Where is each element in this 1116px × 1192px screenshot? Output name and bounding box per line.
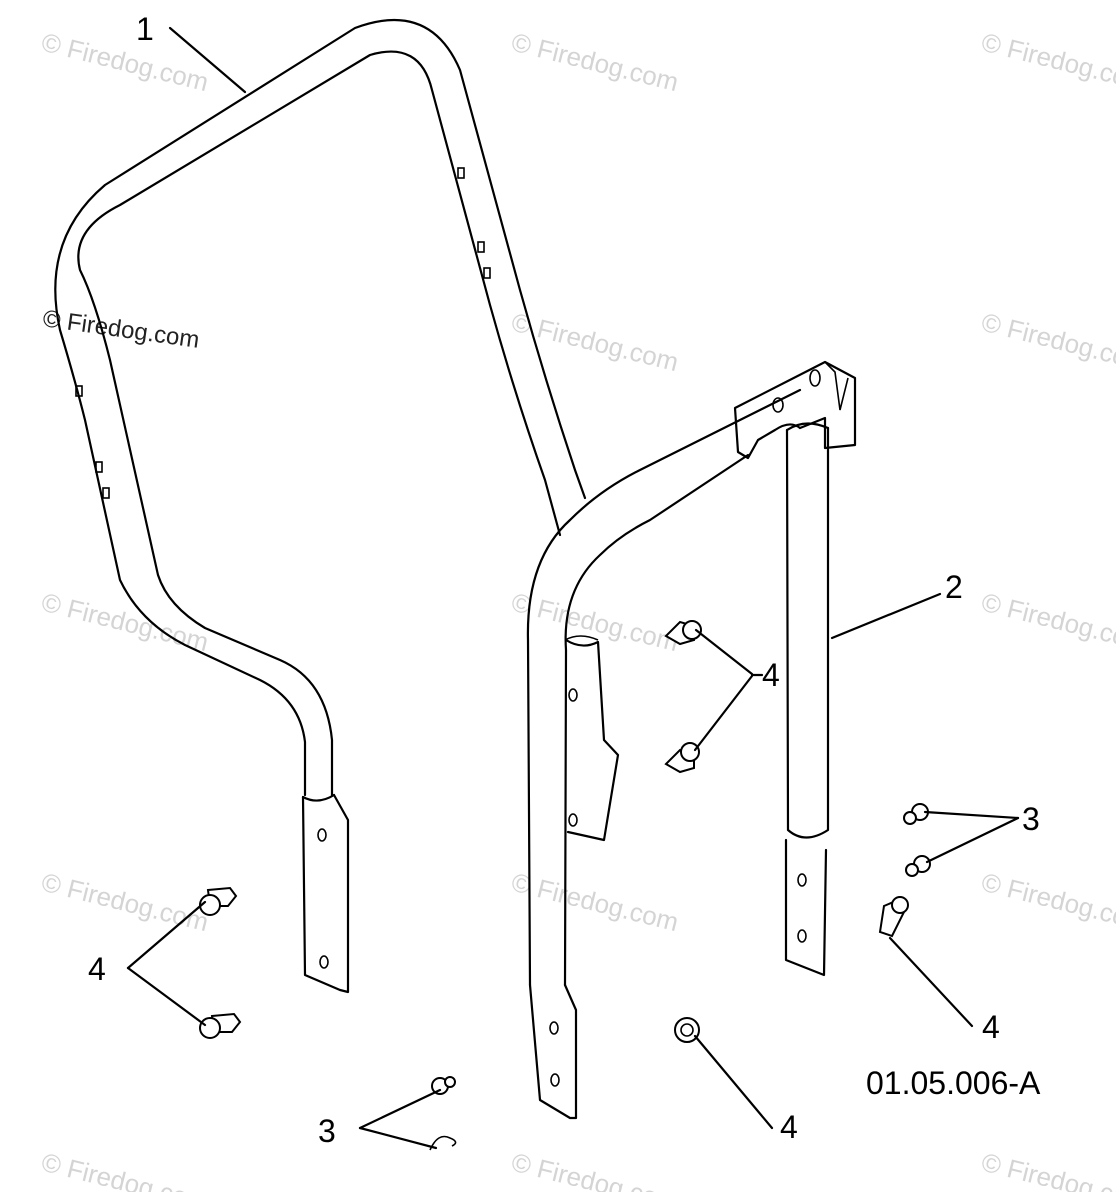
watermark: © Firedog.com [509, 1147, 682, 1192]
callout-2: 2 [945, 569, 963, 605]
bolt-icon [674, 1017, 700, 1043]
handle-frame-part-1 [54, 19, 587, 994]
bolt-hole [568, 813, 578, 827]
leader-lines [126, 26, 1020, 1150]
watermark: © Firedog.com [509, 27, 682, 97]
nut-icon [903, 803, 929, 825]
bolt-hole [550, 1073, 560, 1087]
bolt-icon [664, 620, 702, 646]
mount-hole [102, 487, 110, 499]
watermark: © Firedog.com [39, 27, 212, 97]
callout-4: 4 [762, 657, 780, 693]
callout-1: 1 [136, 11, 154, 47]
watermark: © Firedog.com [39, 1147, 212, 1192]
mount-hole [483, 267, 491, 279]
bolt-icon [878, 896, 909, 938]
mount-hole [477, 241, 485, 253]
fasteners [199, 620, 931, 1151]
nut-icon [905, 855, 931, 877]
mount-hole [75, 385, 83, 397]
callout-4: 4 [780, 1109, 798, 1145]
pin [772, 397, 784, 413]
watermark: © Firedog.com [509, 587, 682, 657]
nut-icon [431, 1076, 456, 1095]
bolt-hole [317, 828, 327, 842]
callouts: 1 2 4 3 4 4 4 3 [88, 11, 1040, 1149]
watermark: © Firedog.com [39, 867, 212, 937]
callout-4: 4 [88, 951, 106, 987]
pin [809, 369, 821, 387]
watermark: © Firedog.com [979, 867, 1116, 937]
bolt-hole [549, 1021, 559, 1035]
bolt-hole [797, 873, 807, 887]
watermark: © Firedog.com [509, 867, 682, 937]
bolt-hole [568, 688, 578, 702]
bolt-icon [664, 742, 700, 774]
bolt-hole [319, 955, 329, 969]
diagram-code: 01.05.006-A [866, 1065, 1041, 1101]
bolt-icon [199, 1012, 242, 1039]
watermark: © Firedog.com [979, 587, 1116, 657]
watermark: © Firedog.com [979, 307, 1116, 377]
nut-icon [429, 1135, 457, 1151]
watermark: © Firedog.com [39, 587, 212, 657]
watermark: © Firedog.com [979, 27, 1116, 97]
bolt-hole [797, 929, 807, 943]
callout-3: 3 [1022, 801, 1040, 837]
mount-hole [95, 461, 103, 473]
callout-3: 3 [318, 1113, 336, 1149]
bolt-icon [199, 886, 238, 916]
callout-4: 4 [982, 1009, 1000, 1045]
mount-hole [457, 167, 465, 179]
watermark: © Firedog.com [979, 1147, 1116, 1192]
lower-handle-part-2 [526, 360, 857, 1120]
watermark-layer: © Firedog.com © Firedog.com © Firedog.co… [39, 27, 1116, 1192]
